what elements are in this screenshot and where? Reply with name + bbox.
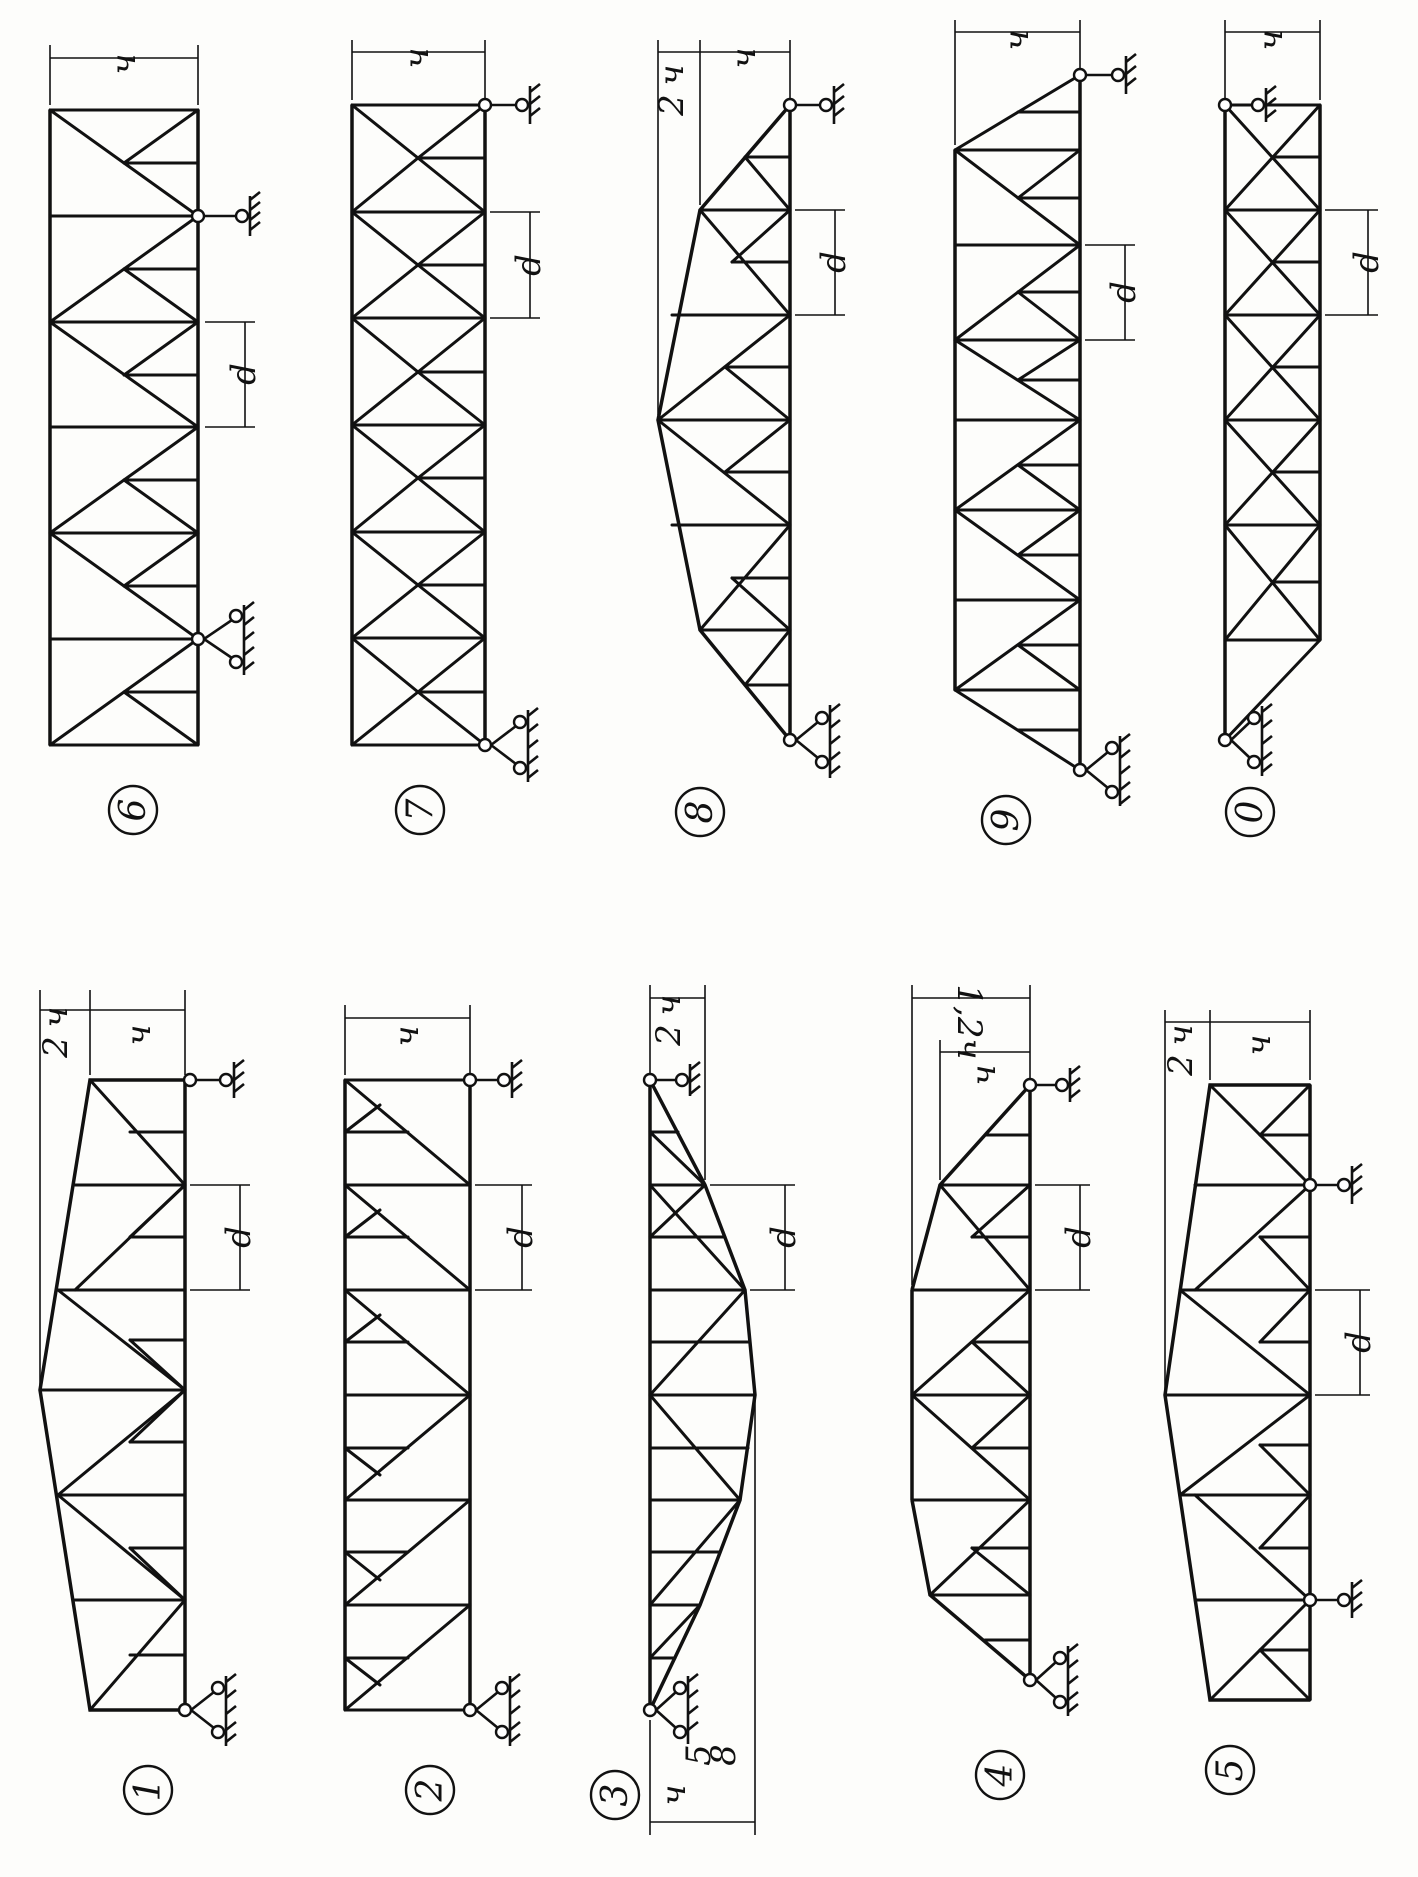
scheme-number-6: 6 bbox=[113, 799, 154, 822]
svg-text:d: d bbox=[509, 254, 549, 276]
truss-scheme-5: ч ч 2 d 5 bbox=[1161, 1010, 1379, 1796]
svg-text:8: 8 bbox=[704, 1744, 744, 1766]
truss-scheme-8: ч ч 2 d 8 bbox=[652, 40, 854, 838]
svg-text:ч: ч bbox=[724, 47, 764, 68]
svg-text:ч: ч bbox=[397, 47, 437, 68]
svg-text:d: d bbox=[1104, 281, 1144, 303]
svg-text:d: d bbox=[1347, 251, 1387, 273]
svg-text:2: 2 bbox=[649, 1024, 689, 1047]
svg-text:ч: ч bbox=[654, 1784, 694, 1805]
svg-text:ч: ч bbox=[387, 1025, 427, 1046]
scheme-number-4: 4 bbox=[980, 1764, 1021, 1788]
svg-text:ч: ч bbox=[119, 1024, 159, 1045]
svg-text:ч: ч bbox=[964, 1064, 1004, 1085]
svg-text:d: d bbox=[764, 1226, 804, 1248]
svg-text:d: d bbox=[501, 1226, 541, 1248]
truss-scheme-6: ч d 6 bbox=[48, 45, 264, 836]
svg-text:ч: ч bbox=[1239, 1034, 1279, 1055]
truss-scheme-2: ч d 2 bbox=[343, 1005, 541, 1816]
dim-label-d: d bbox=[224, 363, 264, 385]
svg-text:2: 2 bbox=[1161, 1054, 1201, 1077]
dim-label-h: ч bbox=[104, 53, 144, 74]
truss-scheme-7: ч d 7 bbox=[350, 40, 549, 836]
scheme-number-3: 3 bbox=[595, 1784, 636, 1807]
svg-text:d: d bbox=[814, 251, 854, 273]
svg-text:5: 5 bbox=[679, 1744, 719, 1766]
truss-scheme-4: 1,2ч ч d 4 bbox=[910, 984, 1099, 1801]
scheme-number-0: 0 bbox=[1230, 801, 1271, 824]
svg-text:ч: ч bbox=[652, 64, 692, 85]
svg-text:1,2ч: 1,2ч bbox=[949, 984, 989, 1059]
svg-text:d: d bbox=[1339, 1331, 1379, 1353]
scheme-number-2: 2 bbox=[410, 1779, 451, 1803]
svg-text:2: 2 bbox=[36, 1036, 76, 1059]
svg-text:d: d bbox=[219, 1226, 259, 1248]
scheme-number-1: 1 bbox=[128, 1779, 169, 1802]
truss-scheme-1: ч ч 2 d 1 bbox=[36, 990, 259, 1816]
svg-text:ч: ч bbox=[997, 29, 1037, 50]
scheme-number-8: 8 bbox=[680, 801, 721, 824]
scheme-number-9: 9 bbox=[986, 809, 1027, 832]
svg-text:ч: ч bbox=[36, 1006, 76, 1027]
svg-text:ч: ч bbox=[1161, 1024, 1201, 1045]
svg-text:ч: ч bbox=[649, 994, 689, 1015]
truss-scheme-9: ч d 9 bbox=[953, 20, 1144, 846]
scheme-number-7: 7 bbox=[400, 798, 441, 821]
svg-text:ч: ч bbox=[1251, 29, 1291, 50]
svg-text:d: d bbox=[1059, 1226, 1099, 1248]
svg-text:2: 2 bbox=[652, 94, 692, 117]
truss-scheme-0: ч d 0 bbox=[1217, 20, 1387, 838]
truss-scheme-3: ч 2 d ч 5 8 3 bbox=[589, 985, 804, 1835]
scheme-number-5: 5 bbox=[1210, 1759, 1251, 1782]
